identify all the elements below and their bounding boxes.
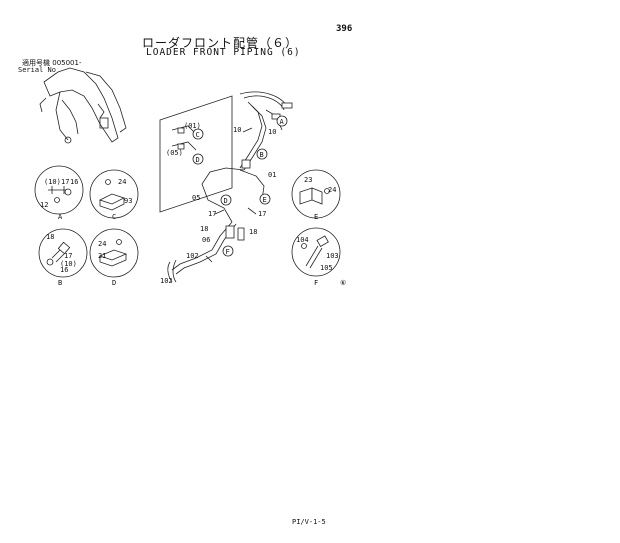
detail-e-part-1: 23 <box>304 176 312 184</box>
callout-b: B <box>260 151 264 159</box>
part-17a: 17 <box>208 210 216 218</box>
detail-b-part-3: 17 <box>64 252 72 260</box>
part-18b: 18 <box>249 228 257 236</box>
part-01: 01 <box>268 171 276 179</box>
page-title-en: LOADER FRONT PIPING (6) <box>146 47 301 58</box>
callout-circle-e <box>259 193 271 205</box>
callout-circle-a <box>276 115 288 127</box>
detail-c-part-2: 93 <box>124 197 132 205</box>
detail-b-label: B <box>58 279 62 287</box>
detail-a-part-1: (10) <box>44 178 61 186</box>
paren-05: (05) <box>166 149 183 157</box>
callout-f: F <box>226 248 230 256</box>
serial-value: 005001- <box>52 59 82 67</box>
callout-circle-c <box>192 128 204 140</box>
part-10b: 10 <box>268 128 276 136</box>
paren-01: (01) <box>184 122 201 130</box>
callout-c: C <box>196 131 200 139</box>
detail-a-part-3: 16 <box>70 178 78 186</box>
serial-label-en: Serial No <box>18 66 56 74</box>
detail-f-part-2: 103 <box>326 252 339 260</box>
main-callouts: A B C D D E F (01) (05) <box>166 115 288 257</box>
part-05: 05 <box>192 194 200 202</box>
part-10a: 10 <box>233 126 241 134</box>
detail-f-part-1: 104 <box>296 236 309 244</box>
detail-a-label: A <box>58 213 63 221</box>
callout-e: E <box>263 196 267 204</box>
detail-f: 104 103 105 F <box>291 227 341 287</box>
main-part-numbers: 01 05 06 10 10 17 17 18 18 102 102 <box>160 126 276 285</box>
detail-d-part-1: 24 <box>98 240 106 248</box>
detail-d-part-2: 21 <box>98 252 106 260</box>
part-18a: 18 <box>200 225 208 233</box>
part-102a: 102 <box>186 252 199 260</box>
detail-d-label: D <box>112 279 116 287</box>
part-17b: 17 <box>258 210 266 218</box>
detail-c: 24 93 C <box>89 169 139 221</box>
detail-f-label: F <box>314 279 318 287</box>
detail-f-part-3: 105 <box>320 264 333 272</box>
detail-b: 18 (10) 17 16 B <box>38 228 88 287</box>
detail-c-label: C <box>112 213 116 221</box>
detail-a: (10) 17 16 12 A <box>34 165 84 221</box>
callout-circle-b <box>256 148 268 160</box>
page-footer: PI/V-1-5 <box>292 518 326 526</box>
detail-e: 23 24 E <box>291 169 341 221</box>
callout-d2: D <box>224 197 228 205</box>
part-102b: 102 <box>160 277 173 285</box>
detail-a-part-2: 17 <box>61 178 69 186</box>
detail-e-label: E <box>314 213 318 221</box>
callout-a: A <box>280 118 285 126</box>
page-title-jp: ローダフロント配管（６） <box>142 36 299 50</box>
detail-a-part-4: 12 <box>40 201 48 209</box>
callout-d1: D <box>196 156 200 164</box>
detail-c-part-1: 24 <box>118 178 126 186</box>
detail-b-part-1: 18 <box>46 233 54 241</box>
detail-d: 24 21 D <box>89 228 139 287</box>
serial-label-jp-text: 適用号機 <box>22 59 50 67</box>
corner-mark: ⑥ <box>340 279 346 287</box>
callout-circle-f <box>222 245 234 257</box>
detail-e-part-2: 24 <box>328 186 336 194</box>
callout-circle-d2 <box>220 194 232 206</box>
main-hose-routing <box>167 91 293 283</box>
detail-b-part-4: 16 <box>60 266 68 274</box>
part-06: 06 <box>202 236 210 244</box>
serial-label-jp: 適用号機 005001- <box>22 58 81 68</box>
page-number: 396 <box>336 24 353 34</box>
main-view-frame <box>159 95 233 213</box>
loader-overview-sketch <box>39 67 127 144</box>
detail-b-part-2: (10) <box>60 260 77 268</box>
callout-circle-d1 <box>192 153 204 165</box>
